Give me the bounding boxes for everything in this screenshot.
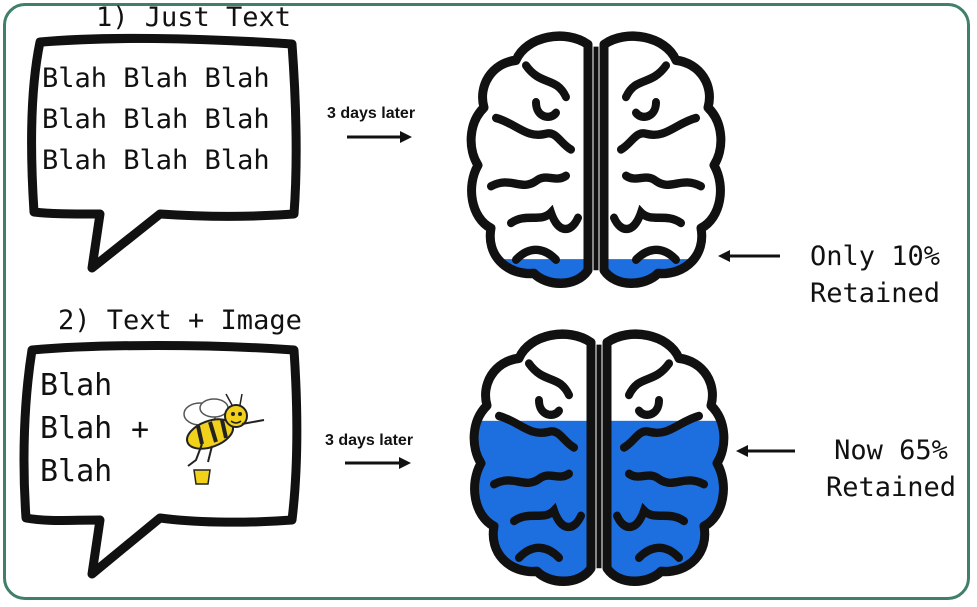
arrow-right-icon <box>345 457 411 469</box>
section-1-title: 1) Just Text <box>96 2 292 33</box>
blah-line: Blah Blah Blah <box>42 63 270 94</box>
bubble-1-text: Blah Blah Blah Blah Blah Blah Blah Blah … <box>42 58 270 181</box>
blah-line: Blah <box>40 411 113 446</box>
blah-line: Blah Blah Blah <box>42 104 270 135</box>
retention-2-label: Now 65% Retained <box>806 432 976 506</box>
blah-line: Blah <box>40 368 113 403</box>
retention-line: Only 10% <box>809 241 941 272</box>
brain-icon <box>459 334 739 590</box>
retention-1-label: Only 10% Retained <box>790 238 960 312</box>
retention-line: Retained <box>809 278 941 309</box>
arrow-left-icon <box>718 250 780 262</box>
arrow-right-icon <box>347 131 412 143</box>
brain-icon <box>456 36 736 292</box>
bee-icon <box>183 393 265 485</box>
blah-line: Blah Blah Blah <box>42 145 270 176</box>
retention-line: Retained <box>825 472 957 503</box>
arrow-2-label: 3 days later <box>325 432 414 449</box>
arrow-left-icon <box>736 445 795 457</box>
speech-bubble-icon <box>27 33 301 273</box>
section-2-title: 2) Text + Image <box>58 305 302 336</box>
speech-bubble-icon <box>19 341 302 579</box>
bubble-2-text: Blah Blah Blah <box>40 364 112 493</box>
plus-sign: + <box>131 412 150 447</box>
arrow-1-label: 3 days later <box>327 105 416 122</box>
blah-line: Blah <box>40 454 113 489</box>
retention-line: Now 65% <box>834 435 948 466</box>
